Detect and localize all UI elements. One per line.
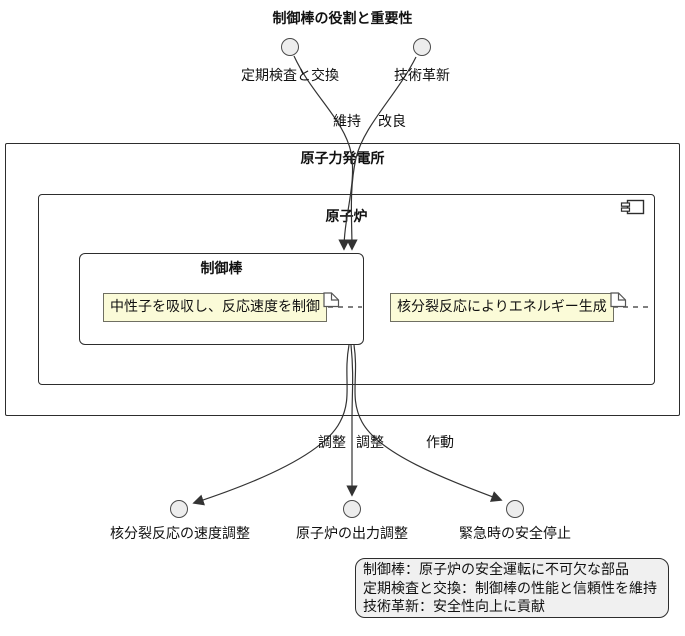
edge-improve	[346, 56, 417, 251]
edge-maintain	[293, 55, 354, 251]
interface-label-emergency-stop: 緊急時の安全停止	[459, 526, 571, 542]
note-control-rod: 中性子を吸収し、反応速度を制御	[103, 292, 340, 322]
edge-adjust-left	[192, 344, 350, 506]
note-control-rod-text: 中性子を吸収し、反応速度を制御	[110, 299, 320, 315]
diagram-title: 制御棒の役割と重要性	[272, 11, 413, 27]
plant-box-title: 原子力発電所	[300, 151, 385, 167]
interface-label-fission-speed: 核分裂反応の速度調整	[110, 526, 250, 542]
note-reactor: 核分裂反応によりエネルギー生成	[390, 292, 626, 322]
interface-label-innovation: 技術革新	[394, 68, 450, 84]
interface-circle-periodic-inspection	[281, 38, 299, 56]
edge-label-improve: 改良	[378, 114, 406, 130]
edge-label-adjust-left: 調整	[318, 435, 346, 451]
edge-label-actuate: 作動	[426, 435, 454, 451]
component-icon	[620, 199, 646, 220]
interface-circle-reactor-output	[343, 500, 361, 518]
note-fold-icon	[323, 291, 340, 318]
control-rod-box: 制御棒	[79, 253, 364, 345]
edge-label-adjust-mid: 調整	[356, 435, 384, 451]
interface-label-reactor-output: 原子炉の出力調整	[296, 526, 408, 542]
note-reactor-text: 核分裂反応によりエネルギー生成	[397, 299, 607, 315]
interface-label-periodic-inspection: 定期検査と交換	[241, 68, 339, 84]
interface-circle-innovation	[413, 38, 431, 56]
edge-adjust-mid	[346, 344, 358, 497]
edge-label-maintain: 維持	[333, 114, 361, 130]
legend-box: 制御棒：原子炉の安全運転に不可欠な部品 定期検査と交換：制御棒の性能と信頼性を維…	[355, 558, 669, 618]
legend-line-innovation: 技術革新：安全性向上に貢献	[363, 599, 545, 615]
edge-actuate	[353, 344, 503, 502]
interface-circle-fission-speed	[170, 500, 188, 518]
legend-line-control-rod: 制御棒：原子炉の安全運転に不可欠な部品	[363, 562, 629, 578]
legend-line-inspection: 定期検査と交換：制御棒の性能と信頼性を維持	[363, 580, 657, 597]
interface-circle-emergency-stop	[506, 500, 524, 518]
note-fold-icon	[610, 291, 627, 318]
control-rod-box-title: 制御棒	[200, 261, 243, 277]
